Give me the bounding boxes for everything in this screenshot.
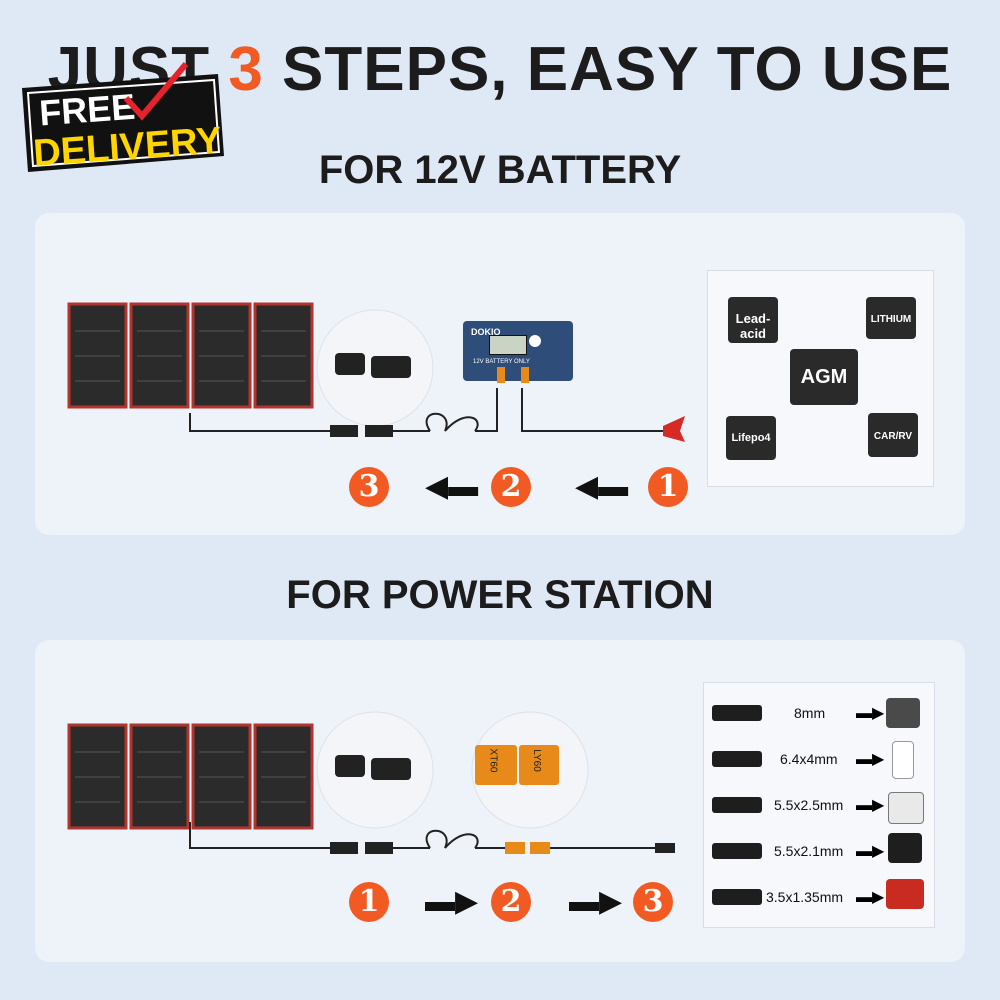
arrow-right-icon: ▬▶ <box>856 705 885 722</box>
title-part-2: STEPS, EASY TO USE <box>263 35 953 104</box>
dc-plug-icon <box>712 705 762 721</box>
battery-label: Lifepo4 <box>731 432 771 444</box>
battery-icon: Lifepo4 <box>726 416 776 460</box>
adapter-row: 6.4x4mm ▬▶ <box>704 739 934 779</box>
power-station-icon <box>892 741 914 779</box>
step-number: 1 <box>349 882 389 922</box>
battery-label: Lead-acid <box>735 311 771 341</box>
adapter-row: 5.5x2.5mm ▬▶ <box>704 785 934 825</box>
dc-plug-icon <box>712 751 762 767</box>
ly60-connector: LY60 <box>519 745 559 785</box>
controller-brand: DOKIO <box>471 327 501 337</box>
battery-label: LITHIUM <box>870 314 912 325</box>
page-title: JUST 3 STEPS, EASY TO USE <box>0 34 1000 105</box>
adapter-size: 6.4x4mm <box>780 751 838 767</box>
power-station-icon <box>886 879 924 909</box>
cable-diagram <box>189 711 675 854</box>
free-delivery-badge: FREE DELIVERY <box>18 60 243 185</box>
solar-panel-image <box>67 723 314 830</box>
step-number: 1 <box>648 467 688 507</box>
section2-title: FOR POWER STATION <box>286 573 714 617</box>
adapter-size: 5.5x2.5mm <box>774 797 844 813</box>
section2-panel: XT60 LY60 1 ▬▶ 2 ▬▶ 3 8mm ▬▶ 6.4x4mm ▬▶ … <box>35 640 965 962</box>
battery-label: AGM <box>800 366 848 388</box>
connector-label: LY60 <box>530 749 542 772</box>
cable-diagram <box>189 309 685 442</box>
connector-icon <box>497 367 505 383</box>
button-icon <box>529 335 541 347</box>
arrow-left-icon: ◀▬ <box>575 470 629 503</box>
lcd-display <box>489 335 527 355</box>
adapter-size: 3.5x1.35mm <box>766 889 844 905</box>
xt60-connector: XT60 <box>475 745 517 785</box>
badge-free-text: FREE <box>38 86 137 134</box>
adapter-row: 8mm ▬▶ <box>704 693 934 733</box>
title-number: 3 <box>228 35 264 104</box>
charge-controller: DOKIO 12V BATTERY ONLY <box>463 321 573 383</box>
arrow-right-icon: ▬▶ <box>425 885 479 918</box>
battery-icon: CAR/RV <box>868 413 918 457</box>
step-number: 3 <box>633 882 673 922</box>
battery-icon: LITHIUM <box>866 297 916 339</box>
dc-plug-icon <box>712 797 762 813</box>
alligator-clip-icon <box>663 416 685 442</box>
battery-icon: Lead-acid <box>728 297 778 343</box>
dc-plug-icon <box>712 889 762 905</box>
arrow-right-icon: ▬▶ <box>856 797 885 814</box>
arrow-left-icon: ◀▬ <box>425 470 479 503</box>
adapter-size: 5.5x2.1mm <box>774 843 844 859</box>
section1-panel: DOKIO 12V BATTERY ONLY 3 ◀▬ 2 ◀▬ 1 Lead-… <box>35 213 965 535</box>
adapter-size: 8mm <box>794 705 826 721</box>
dc-plug-icon <box>712 843 762 859</box>
controller-label: 12V BATTERY ONLY <box>473 359 530 365</box>
adapter-row: 3.5x1.35mm ▬▶ <box>704 877 934 917</box>
connector-label: XT60 <box>487 748 499 773</box>
connector-icon <box>521 367 529 383</box>
power-station-icon <box>888 833 922 863</box>
dc-adapter-box: 8mm ▬▶ 6.4x4mm ▬▶ 5.5x2.5mm ▬▶ 5.5x2.1mm… <box>703 682 935 928</box>
arrow-right-icon: ▬▶ <box>856 843 885 860</box>
adapter-row: 5.5x2.1mm ▬▶ <box>704 831 934 871</box>
arrow-right-icon: ▬▶ <box>856 751 885 768</box>
battery-icon: AGM <box>790 349 858 405</box>
step-number: 3 <box>349 467 389 507</box>
step-number: 2 <box>491 467 531 507</box>
step-number: 2 <box>491 882 531 922</box>
arrow-right-icon: ▬▶ <box>569 885 623 918</box>
battery-types-box: Lead-acid LITHIUM AGM Lifepo4 CAR/RV <box>707 270 934 487</box>
solar-panel-image <box>67 302 314 409</box>
arrow-right-icon: ▬▶ <box>856 889 885 906</box>
section1-title: FOR 12V BATTERY <box>318 148 682 192</box>
battery-label: CAR/RV <box>873 431 913 442</box>
checkmark-icon <box>123 62 189 121</box>
power-station-icon <box>886 698 920 728</box>
power-station-icon <box>888 792 924 824</box>
